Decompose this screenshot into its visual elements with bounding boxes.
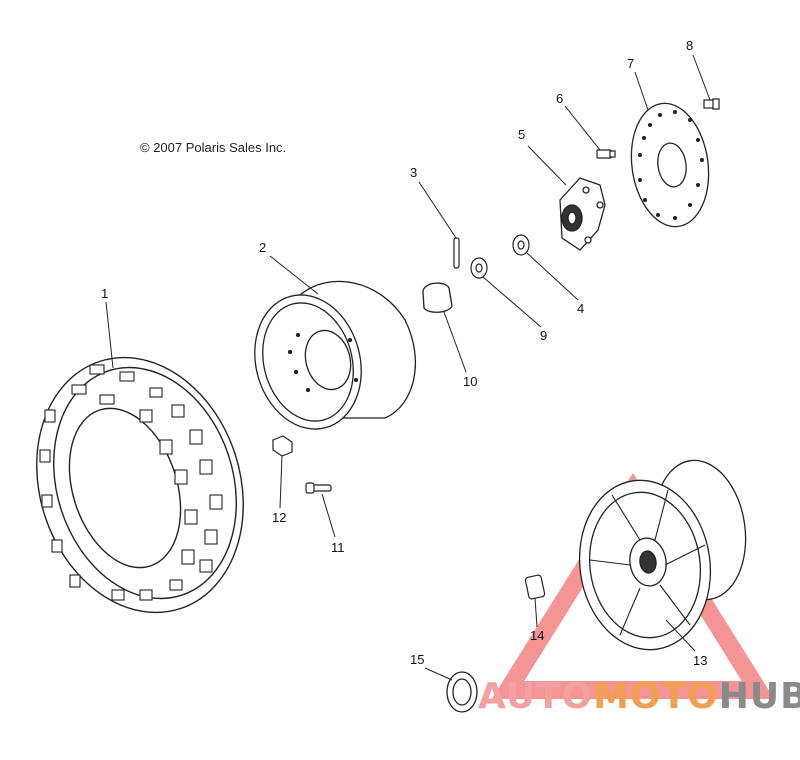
callout-8: 8 — [686, 38, 693, 53]
valve-stem — [305, 482, 332, 494]
tapered-lug — [524, 574, 546, 600]
callout-11: 11 — [331, 540, 345, 555]
tire — [36, 356, 244, 614]
steel-rim — [254, 280, 417, 430]
callout-9: 9 — [540, 328, 547, 343]
callout-12: 12 — [272, 510, 286, 525]
wheel-hub — [559, 177, 606, 251]
aluminum-wheel — [578, 459, 747, 651]
brake-disc — [630, 102, 710, 228]
callout-4: 4 — [577, 301, 584, 316]
watermark-part3: HUB — [718, 676, 800, 717]
callout-1: 1 — [101, 286, 108, 301]
hub-cap — [422, 282, 453, 313]
leader-lines — [105, 54, 711, 681]
watermark-part2: MOTO — [593, 676, 719, 717]
callout-2: 2 — [259, 240, 266, 255]
lug-nut — [272, 435, 293, 457]
copyright-text: © 2007 Polaris Sales Inc. — [140, 140, 287, 155]
callout-15: 15 — [410, 652, 424, 667]
callout-5: 5 — [518, 127, 525, 142]
watermark-part1: AUTO — [478, 676, 594, 717]
castle-nut — [470, 257, 488, 279]
bolt-6 — [596, 149, 616, 159]
bolt-8 — [703, 98, 720, 110]
cotter-pin — [453, 237, 460, 269]
callout-labels: 1 2 3 4 5 6 7 8 9 10 11 12 13 14 15 — [101, 38, 707, 668]
callout-10: 10 — [463, 374, 477, 389]
center-cap — [446, 671, 478, 713]
callout-6: 6 — [556, 91, 563, 106]
washer — [512, 234, 530, 256]
callout-13: 13 — [693, 653, 707, 668]
watermark-logo: AUTOMOTOHUB — [478, 676, 800, 717]
callout-7: 7 — [627, 56, 634, 71]
callout-14: 14 — [530, 628, 544, 643]
callout-3: 3 — [410, 165, 417, 180]
